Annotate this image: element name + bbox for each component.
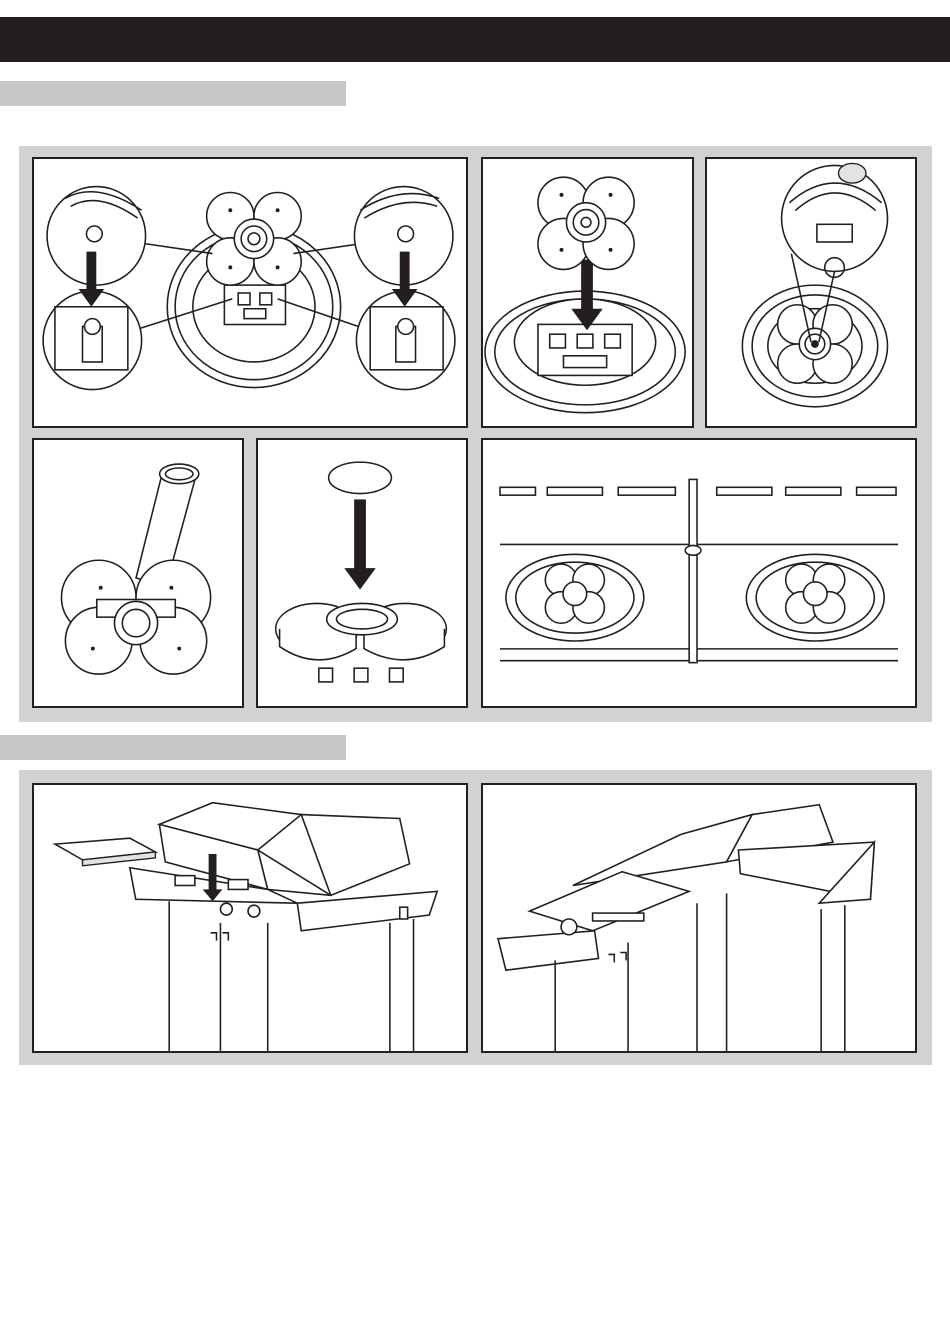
figure-grill-side-shelf-folded bbox=[481, 783, 917, 1053]
section-tab-side-shelf bbox=[0, 735, 346, 760]
figure-burner-seated bbox=[705, 157, 917, 428]
figure-two-burners-installed bbox=[481, 438, 917, 708]
section-tab-burners bbox=[0, 81, 346, 106]
header-bar bbox=[0, 17, 950, 62]
figure-burner-lowering bbox=[481, 157, 694, 428]
figure-burner-cap-placement bbox=[256, 438, 468, 708]
figure-grill-side-shelf-attach bbox=[32, 783, 468, 1053]
figure-burner-valve-alignment bbox=[32, 157, 468, 428]
figure-burner-ring-tube bbox=[32, 438, 244, 708]
